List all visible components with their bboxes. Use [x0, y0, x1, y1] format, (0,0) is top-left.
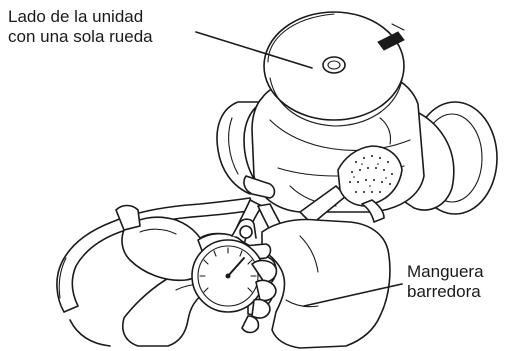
callout-leader-unit: [195, 31, 313, 69]
sweep-hose-scrubber: [299, 145, 403, 225]
callout-sweep-hose-line1: Manguera: [407, 262, 484, 281]
callout-unit-side: Lado de la unidad con una sola rueda: [8, 7, 153, 47]
callout-sweep-hose-line2: barredora: [407, 282, 481, 301]
callout-leader-hose: [303, 283, 403, 307]
callout-unit-side-line1: Lado de la unidad: [8, 7, 144, 26]
pressure-gauge-icon: [191, 218, 265, 313]
gauge-hand-fingers: [241, 259, 278, 334]
hub-cap: [322, 56, 346, 74]
callout-sweep-hose: Manguera barredora: [407, 262, 484, 302]
callout-unit-side-line2: con una sola rueda: [8, 27, 153, 46]
